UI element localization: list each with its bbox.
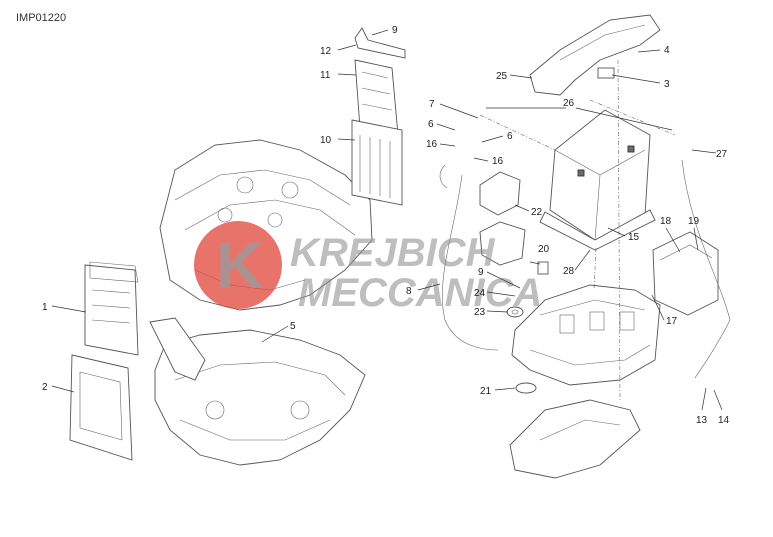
lower-tray-base xyxy=(509,399,641,479)
drawing-code: IMP01220 xyxy=(16,12,67,24)
callout-16: 16 xyxy=(492,156,504,167)
ecu-control-unit xyxy=(84,261,139,356)
callout-13: 13 xyxy=(696,415,708,426)
callout-12: 12 xyxy=(320,46,332,57)
grommet-washer xyxy=(515,382,537,394)
battery-negative-cable xyxy=(442,174,499,351)
callout-6: 6 xyxy=(507,131,513,142)
callout-27: 27 xyxy=(716,149,728,160)
ground-cable xyxy=(439,164,448,189)
assembly-guides xyxy=(479,59,676,401)
callout-3: 3 xyxy=(664,79,670,90)
callout-15: 15 xyxy=(628,232,640,243)
callout-11: 11 xyxy=(320,70,331,81)
watermark-line1: KREJBICH xyxy=(290,231,496,275)
callout-24: 24 xyxy=(474,288,486,299)
callout-18: 18 xyxy=(660,216,672,227)
leader-lines xyxy=(51,29,723,411)
callout-16: 16 xyxy=(426,139,438,150)
battery-cover xyxy=(529,14,661,96)
callout-9: 9 xyxy=(392,25,398,36)
watermark-logo: K KREJBICH MECCANICA xyxy=(194,221,542,315)
fuse-box xyxy=(351,119,403,206)
battery-tray-pad xyxy=(539,209,656,251)
battery-positive-cable xyxy=(681,159,731,379)
callout-5: 5 xyxy=(290,321,296,332)
fuse xyxy=(537,261,549,275)
callout-25: 25 xyxy=(496,71,508,82)
callout-2: 2 xyxy=(42,382,48,393)
upper-bracket xyxy=(354,27,406,59)
callout-19: 19 xyxy=(688,216,700,227)
callout-numbers: 1 2 3 4 5 6 6 7 8 9 9 10 11 12 13 14 15 … xyxy=(42,25,730,426)
callout-21: 21 xyxy=(480,386,492,397)
callout-20: 20 xyxy=(538,244,550,255)
callout-9: 9 xyxy=(478,267,484,278)
callout-28: 28 xyxy=(563,266,575,277)
relay-assembly xyxy=(479,221,526,266)
callout-4: 4 xyxy=(664,45,670,56)
battery-cover-clip xyxy=(597,67,615,79)
callout-23: 23 xyxy=(474,307,486,318)
starter-relay xyxy=(479,171,521,216)
watermark-mark: K xyxy=(216,228,264,302)
ecu-support-bracket xyxy=(69,354,133,461)
callout-17: 17 xyxy=(666,316,678,327)
callout-6: 6 xyxy=(428,119,434,130)
callout-22: 22 xyxy=(531,207,543,218)
regulator-unit xyxy=(652,231,719,316)
callout-8: 8 xyxy=(406,286,412,297)
callout-1: 1 xyxy=(42,302,48,313)
watermark-line2: MECCANICA xyxy=(298,271,542,315)
battery-tray xyxy=(511,284,661,386)
callout-7: 7 xyxy=(429,99,435,110)
callout-10: 10 xyxy=(320,135,332,146)
callout-14: 14 xyxy=(718,415,730,426)
callout-26: 26 xyxy=(563,98,575,109)
lower-frame xyxy=(149,317,366,466)
